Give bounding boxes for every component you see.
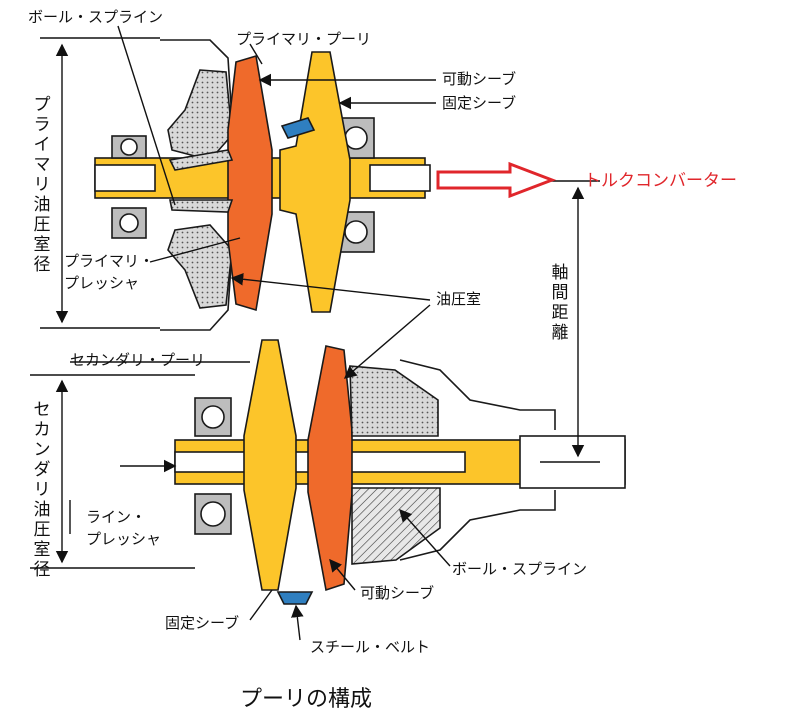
secondary_chamber_dia-char: リ	[34, 480, 51, 500]
secondary_chamber_dia-char: 室	[34, 540, 51, 560]
primary_chamber_dia-char: 油	[34, 195, 51, 215]
label-primary-pulley: プライマリ・プーリ	[236, 30, 371, 48]
label-torque-converter: トルクコンバーター	[584, 171, 737, 191]
secondary_chamber_dia-char: 径	[34, 560, 51, 580]
secondary-housing	[399, 359, 556, 561]
primary-housing-inner	[167, 69, 233, 161]
torque-converter-arrow	[436, 161, 557, 199]
label-primary-pressure-2: プレッシャ	[64, 274, 139, 292]
primary-pulley-assembly	[94, 39, 431, 331]
shaft_distance-char: 間	[552, 283, 569, 303]
primary-shaft-tip	[369, 164, 431, 192]
primary_chamber_dia-char: 室	[34, 235, 51, 255]
shaft_distance-char: 軸	[552, 263, 569, 283]
primary_chamber_dia-char: マ	[34, 155, 51, 175]
label-ball-spline-bottom: ボール・スプライン	[452, 560, 587, 578]
secondary_chamber_dia-char: セ	[34, 400, 51, 420]
secondary_chamber_dia-char: ン	[34, 440, 51, 460]
secondary_chamber_dia-char: ダ	[34, 460, 51, 480]
label-primary-pressure-1: プライマリ・	[64, 252, 154, 270]
primary_chamber_dia-char: リ	[34, 175, 51, 195]
secondary-oil-chamber	[349, 365, 439, 437]
label-ball-spline-top: ボール・スプライン	[28, 8, 163, 26]
primary-belt	[280, 117, 316, 139]
secondary_chamber_dia-char: 圧	[34, 520, 51, 540]
figure-caption: プーリの構成	[240, 687, 372, 712]
shaft_distance-char: 離	[552, 323, 569, 343]
label-movable-sheave-top: 可動シーブ	[442, 70, 516, 88]
shaft_distance-char: 距	[552, 303, 569, 323]
primary-fixed-sheave	[279, 51, 351, 313]
label-line-pressure-1: ライン・	[86, 508, 146, 526]
secondary_chamber_dia-char: 油	[34, 500, 51, 520]
primary-movable-sheave	[227, 54, 273, 312]
primary-oil-chamber	[168, 149, 234, 171]
secondary_chamber_dia-char: カ	[34, 420, 51, 440]
label-secondary-pulley: セカンダリ・プーリ	[70, 351, 205, 369]
secondary-pulley-assembly	[174, 339, 626, 605]
label-steel-belt: スチール・ベルト	[310, 638, 430, 656]
secondary-movable-sheave	[307, 345, 353, 592]
primary_chamber_dia-char: イ	[34, 135, 51, 155]
label-fixed-sheave-top: 固定シーブ	[442, 94, 516, 112]
primary-housing-inner-lower	[167, 224, 233, 309]
primary_chamber_dia-char: 圧	[34, 215, 51, 235]
primary_chamber_dia-char: 径	[34, 255, 51, 275]
primary_chamber_dia-char: ラ	[34, 115, 51, 135]
label-fixed-sheave-bottom: 固定シーブ	[165, 614, 239, 632]
secondary-belt	[276, 591, 314, 605]
label-oil-chamber: 油圧室	[436, 290, 481, 308]
primary_chamber_dia-char: プ	[34, 95, 51, 115]
label-line-pressure-2: プレッシャ	[86, 530, 161, 548]
label-movable-sheave-bottom: 可動シーブ	[360, 584, 434, 602]
secondary-fixed-sheave	[243, 339, 297, 591]
